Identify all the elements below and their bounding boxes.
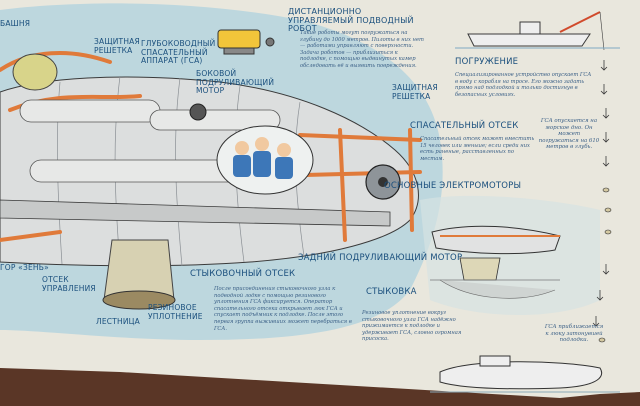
label-main-motors: ОСНОВНЫЕ ЭЛЕКТРОМОТОРЫ xyxy=(384,181,522,191)
support-ship-drawing xyxy=(467,11,605,51)
text-gsa-descends: ГСА опускается на морское дно. Он может … xyxy=(538,118,600,151)
label-remote-robot: ДИСТАНЦИОННО УПРАВЛЯЕМЫЙ ПОДВОДНЫЙ РОБОТ xyxy=(288,7,414,33)
label-deep-rescue-vehicle: ГЛУБОКОВОДНЫЙ СПАСАТЕЛЬНЫЙ АППАРАТ (ГСА) xyxy=(141,39,216,65)
text-docking: Резиновое уплотнение вокруг стыковочного… xyxy=(362,310,462,343)
rubber-seal-ring xyxy=(102,290,176,310)
cockpit-dome xyxy=(12,53,58,91)
label-ladder: ЛЕСТНИЦА xyxy=(96,317,140,326)
label-rescue-compartment: СПАСАТЕЛЬНЫЙ ОТСЕК xyxy=(410,121,519,131)
docking-illustration xyxy=(430,225,561,299)
label-rubber-seal: РЕЗИНОВОЕ УПЛОТНЕНИЕ xyxy=(148,303,203,321)
label-hatch: БАШНЯ xyxy=(0,19,31,28)
label-protective-grille-right: ЗАЩИТНАЯ РЕШЕТКА xyxy=(392,83,438,101)
sunken-submarine-drawing xyxy=(430,355,620,393)
label-docking: СТЫКОВКА xyxy=(366,287,417,297)
text-diving: Специализированное устройство опускает Г… xyxy=(455,72,592,98)
label-docking-compartment: СТЫКОВОЧНЫЙ ОТСЕК xyxy=(190,269,296,279)
crew-figures xyxy=(233,137,293,179)
orange-frame xyxy=(0,51,422,242)
descent-markers xyxy=(598,187,612,343)
remote-robot-drawing xyxy=(217,29,275,55)
text-gsa-approaches: ГСА приближается к люку затонувшей подло… xyxy=(544,324,604,344)
side-thruster xyxy=(189,103,207,121)
descent-arrows xyxy=(592,60,610,327)
text-remote-robot: Такие роботы могут погружаться на глубин… xyxy=(300,30,424,69)
label-side-motor: БОКОВОЙ ПОДРУЛИВАЮЩИЙ МОТОР xyxy=(196,69,275,95)
text-rescue-compartment: Спасательный отсек может вместить 15 чел… xyxy=(420,136,535,162)
label-diving: ПОГРУЖЕНИЕ xyxy=(455,57,519,67)
keel-beam xyxy=(0,199,391,227)
label-left-fragment: ГОР «ЗЕНЬ» xyxy=(0,263,49,272)
label-control-compartment: ОТСЕК УПРАВЛЕНИЯ xyxy=(42,275,96,293)
label-rear-motor: ЗАДНИЙ ПОДРУЛИВАЮЩИЙ МОТОР xyxy=(298,253,463,263)
propeller-hub xyxy=(378,177,388,187)
text-docking-compartment: После присоединения стыковочного узла к … xyxy=(214,286,352,332)
label-protective-grille-top: ЗАЩИТНАЯ РЕШЕТКА xyxy=(94,37,140,55)
